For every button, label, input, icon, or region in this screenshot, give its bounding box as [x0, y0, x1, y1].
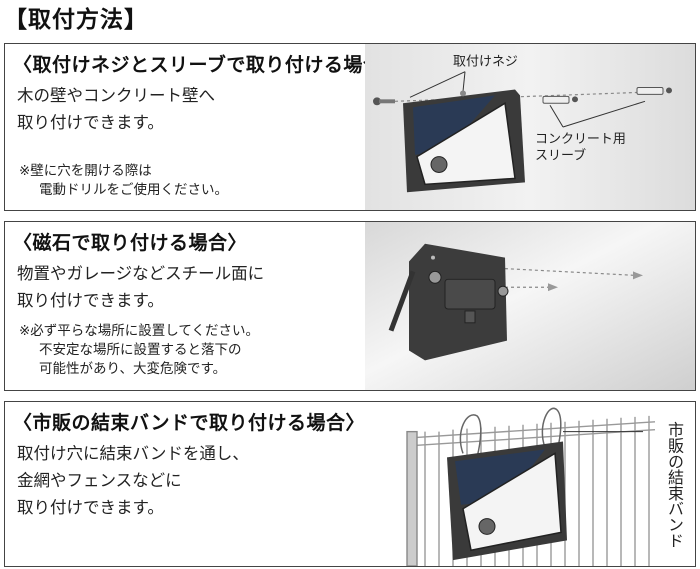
body-line: 金網やフェンスなどに: [17, 471, 182, 490]
body-line: 取り付けできます。: [17, 113, 164, 132]
illustration-cable-tie-mount: 市販の結束バンド: [405, 402, 695, 566]
section-title-magnet: 〈磁石で取り付ける場合〉: [13, 232, 248, 254]
solar-light-device: [403, 89, 525, 193]
solar-light-device-back: [388, 243, 509, 361]
section-body-cable-tie: 取付け穴に結束バンドを通し、 金網やフェンスなどに 取り付けできます。: [17, 440, 249, 521]
label-sleeve-2: スリーブ: [535, 148, 586, 164]
label-sleeve-1: コンクリート用: [535, 132, 626, 147]
section-cable-tie-mount: 〈市販の結束バンドで取り付ける場合〉 取付け穴に結束バンドを通し、 金網やフェン…: [4, 401, 696, 567]
section-title-cable-tie: 〈市販の結束バンドで取り付ける場合〉: [13, 412, 365, 434]
note-line: 電動ドリルをご使用ください。: [39, 182, 228, 198]
section-body-magnet: 物置やガレージなどスチール面に 取り付けできます。: [17, 260, 264, 314]
page-title: 【取付方法】: [4, 7, 148, 33]
section-title-screw: 〈取付けネジとスリーブで取り付ける場合〉: [13, 54, 402, 76]
note-line: 可能性があり、大変危険です。: [39, 361, 227, 377]
body-line: 物置やガレージなどスチール面に: [17, 264, 265, 283]
section-note-screw: ※壁に穴を開ける際は 電動ドリルをご使用ください。: [19, 162, 228, 200]
illustration-screw-mount: 取付けネジ コンクリート用 スリーブ: [365, 44, 695, 210]
label-cable-tie: 市販の結束バンド: [665, 422, 684, 548]
section-magnet-mount: 〈磁石で取り付ける場合〉 物置やガレージなどスチール面に 取り付けできます。 ※…: [4, 221, 696, 391]
sleeve-icon: [636, 86, 672, 95]
screw-icon: [373, 97, 395, 106]
note-line: ※壁に穴を開ける際は: [19, 163, 152, 179]
body-line: 木の壁やコンクリート壁へ: [17, 86, 215, 105]
illustration-magnet-mount: [365, 222, 695, 390]
solar-light-device: [447, 441, 567, 561]
note-line: ※必ず平らな場所に設置してください。: [19, 323, 260, 339]
cable-tie-icon: [459, 407, 562, 458]
section-note-magnet: ※必ず平らな場所に設置してください。 不安定な場所に設置すると落下の 可能性があ…: [19, 322, 259, 379]
section-body-screw: 木の壁やコンクリート壁へ 取り付けできます。: [17, 82, 215, 136]
body-line: 取付け穴に結束バンドを通し、: [17, 444, 249, 463]
body-line: 取り付けできます。: [17, 498, 164, 517]
sleeve-icon: [542, 95, 578, 104]
body-line: 取り付けできます。: [17, 291, 164, 310]
note-line: 不安定な場所に設置すると落下の: [39, 342, 242, 358]
label-screw: 取付けネジ: [453, 55, 518, 70]
section-screw-mount: 〈取付けネジとスリーブで取り付ける場合〉 木の壁やコンクリート壁へ 取り付けでき…: [4, 43, 696, 211]
